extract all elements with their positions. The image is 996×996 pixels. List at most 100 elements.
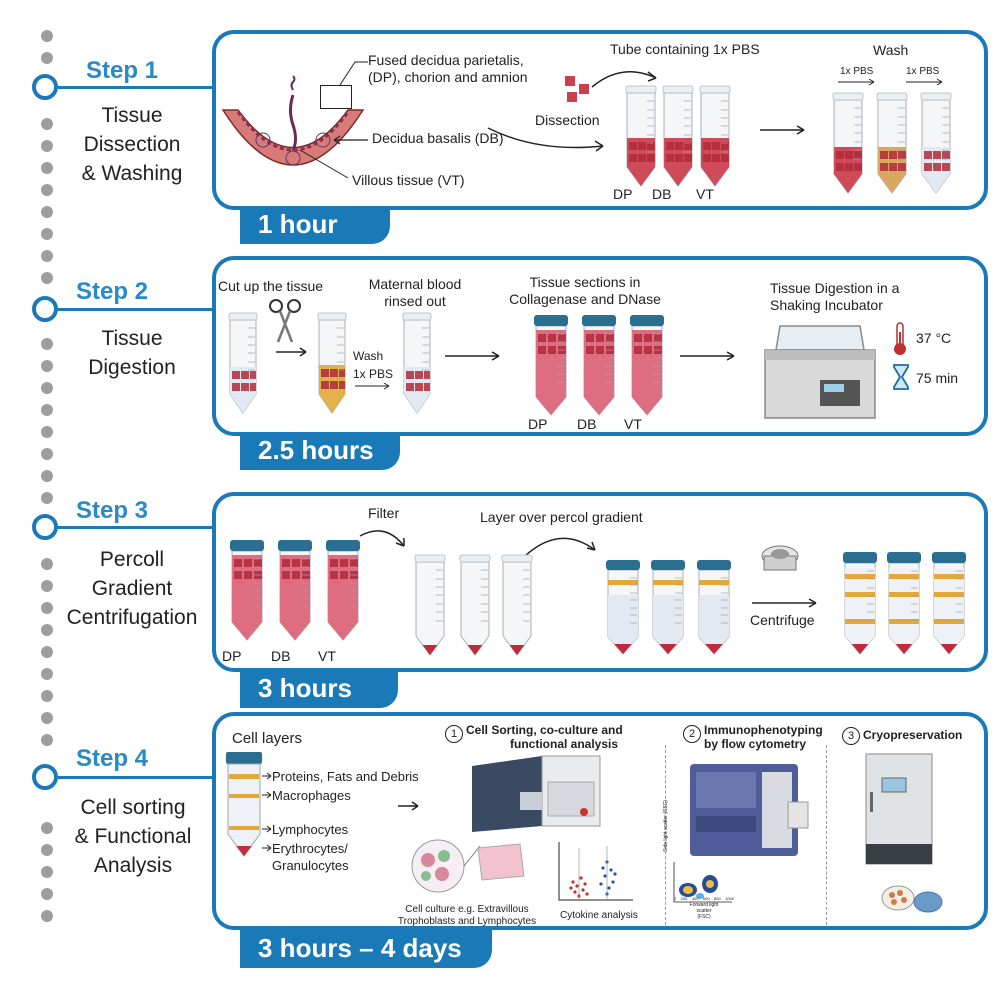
tube-icon bbox=[230, 540, 264, 641]
s1-tube-db: DB bbox=[652, 186, 672, 202]
s1-tube-dp: DP bbox=[613, 186, 633, 202]
placenta-icon bbox=[221, 75, 365, 166]
timeline-dot bbox=[41, 844, 53, 856]
timeline-dot bbox=[41, 470, 53, 482]
timeline-dot bbox=[41, 404, 53, 416]
s2-wash-label: Wash bbox=[353, 349, 384, 363]
timeline-dot bbox=[41, 910, 53, 922]
freezer-icon bbox=[865, 753, 933, 865]
tube-icon bbox=[876, 92, 908, 194]
timeline-dot bbox=[41, 382, 53, 394]
layer-proteins: Proteins, Fats and Debris bbox=[272, 769, 419, 784]
tube-icon bbox=[662, 85, 694, 187]
ssc-axis-label: Side light scatter (SSC) bbox=[663, 800, 669, 852]
tube-icon bbox=[459, 554, 491, 656]
timeline-dot bbox=[41, 250, 53, 262]
incubator-icon bbox=[764, 325, 876, 419]
s1-arrow-icon bbox=[760, 125, 805, 135]
tube-icon bbox=[832, 92, 864, 194]
s3-tube-db: DB bbox=[271, 648, 291, 664]
step3-title: Step 3 bbox=[75, 497, 149, 524]
centrifuge-arrow-icon bbox=[752, 598, 817, 608]
tube-icon bbox=[699, 85, 731, 187]
timeline-dot bbox=[41, 52, 53, 64]
s2-tube-db: DB bbox=[577, 416, 597, 432]
s2-arrow1-icon bbox=[276, 347, 307, 357]
timeline-dot bbox=[41, 426, 53, 438]
timeline-dot bbox=[41, 580, 53, 592]
timeline-dot bbox=[41, 558, 53, 570]
s2-tube-dp: DP bbox=[528, 416, 548, 432]
timeline-dot bbox=[41, 338, 53, 350]
timeline-dot bbox=[41, 118, 53, 130]
timeline-dot bbox=[41, 624, 53, 636]
layer-macrophages: Macrophages bbox=[272, 788, 351, 803]
timeline-dot bbox=[41, 228, 53, 240]
s4-arrow-icon bbox=[398, 801, 419, 811]
timeline-dot bbox=[41, 140, 53, 152]
layer-label: Layer over percol gradient bbox=[480, 509, 643, 525]
timeline-dot bbox=[41, 184, 53, 196]
db-label: Decidua basalis (DB) bbox=[372, 130, 504, 146]
timeline-dot bbox=[41, 690, 53, 702]
centrifuge-label: Centrifuge bbox=[750, 612, 815, 628]
step4-duration: 3 hours – 4 days bbox=[240, 930, 492, 968]
cytokine-label: Cytokine analysis bbox=[560, 910, 638, 921]
cryo-box-icon bbox=[881, 885, 943, 913]
s2-wash-arrow-icon bbox=[355, 382, 390, 390]
layer-erythrocytes: Erythrocytes/Granulocytes bbox=[272, 841, 349, 873]
flow-cytometer-icon bbox=[690, 764, 809, 856]
timeline-dot bbox=[41, 668, 53, 680]
tube-icon bbox=[534, 315, 568, 416]
pointer-line bbox=[339, 61, 368, 86]
step1-connector bbox=[58, 86, 218, 89]
timeline-dot bbox=[41, 492, 53, 504]
zoom-box bbox=[320, 85, 352, 109]
vt-label: Villous tissue (VT) bbox=[352, 172, 465, 188]
tube-icon bbox=[920, 92, 952, 194]
divider-1 bbox=[665, 745, 666, 925]
s3-tube-vt: VT bbox=[318, 648, 336, 664]
vt-pointer bbox=[299, 149, 349, 179]
gradient-tube-icon bbox=[226, 752, 262, 857]
tube-icon bbox=[228, 312, 258, 414]
cell-layers-label: Cell layers bbox=[232, 730, 303, 747]
thermometer-icon bbox=[894, 322, 906, 355]
tissue-pieces-icon bbox=[565, 76, 589, 102]
step4-title: Step 4 bbox=[75, 745, 149, 772]
step3-marker-icon bbox=[32, 514, 58, 540]
dissection-label: Dissection bbox=[535, 112, 600, 128]
s1-tube-vt: VT bbox=[696, 186, 714, 202]
s2-pbs-label: 1x PBS bbox=[353, 367, 394, 381]
tube-icon bbox=[414, 554, 446, 656]
hourglass-icon bbox=[893, 364, 909, 390]
timeline-dot bbox=[41, 30, 53, 42]
pbs1-label: 1x PBS bbox=[840, 66, 874, 77]
divider-2 bbox=[826, 745, 827, 925]
timeline-dot bbox=[41, 712, 53, 724]
filter-label: Filter bbox=[368, 505, 400, 521]
facs-plot-icon bbox=[673, 862, 732, 903]
timeline-dot bbox=[41, 206, 53, 218]
step2-marker-icon bbox=[32, 296, 58, 322]
step2-connector bbox=[58, 308, 216, 311]
tube-icon bbox=[317, 312, 347, 414]
timeline-dot bbox=[41, 448, 53, 460]
timeline-dot bbox=[41, 888, 53, 900]
step1-duration: 1 hour bbox=[240, 206, 390, 244]
timeline-dot bbox=[41, 646, 53, 658]
badge-3: 3 bbox=[842, 727, 860, 745]
tube-icon bbox=[887, 552, 921, 655]
timeline-dot bbox=[41, 866, 53, 878]
db-arrow-icon bbox=[333, 135, 368, 145]
tube-icon bbox=[697, 560, 731, 655]
